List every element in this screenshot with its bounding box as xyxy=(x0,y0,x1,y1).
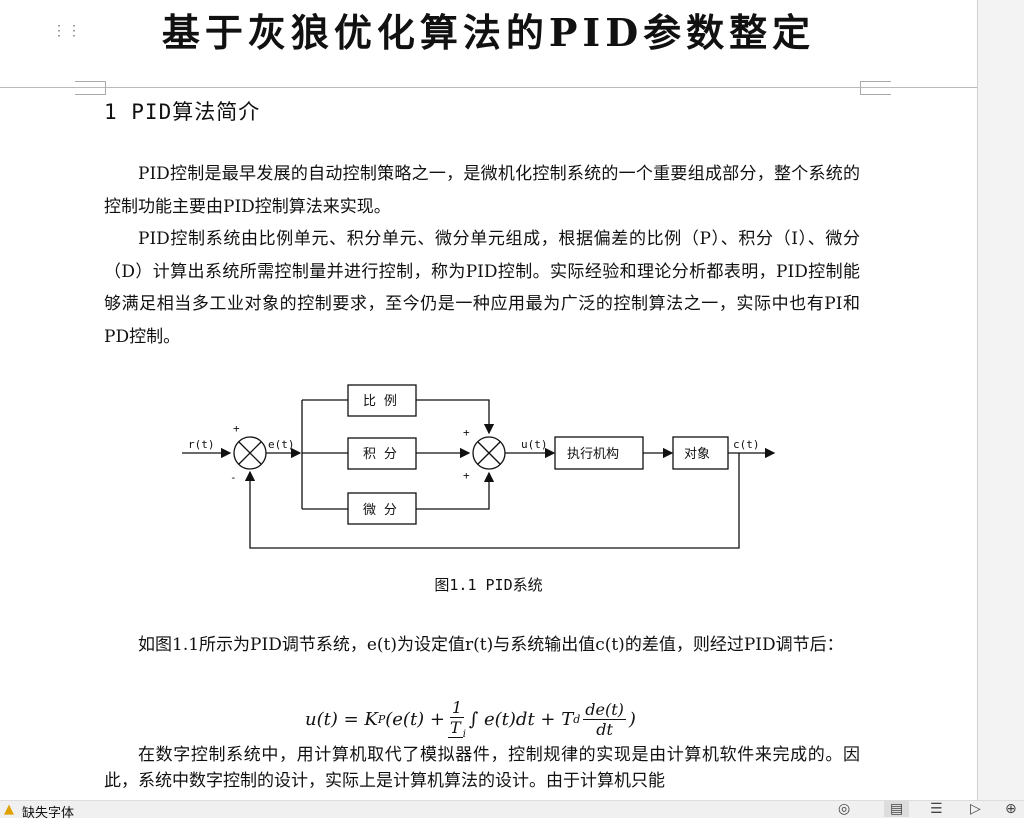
right-gutter xyxy=(978,0,1024,800)
numerator: de(t) xyxy=(583,699,626,720)
paragraph: 如图1.1所示为PID调节系统，e(t)为设定值r(t)与系统输出值c(t)的差… xyxy=(138,635,844,655)
formula-text: ∫ e(t)dt + T xyxy=(468,708,574,730)
denominator: dt xyxy=(596,719,613,739)
section-heading: 1 PID算法简介 xyxy=(104,100,261,124)
status-bar: ▲ 缺失字体 ◎ ▤ ☰ ▷ ⊕ xyxy=(0,800,1024,821)
signal-e: e(t) xyxy=(268,438,295,451)
formula-sub: d xyxy=(573,712,581,726)
plus-sign: + xyxy=(233,422,240,435)
document-page: ⋮⋮ 基于灰狼优化算法的PID参数整定 1 PID算法简介 PID控制是最早发展… xyxy=(0,0,978,800)
den-text: T xyxy=(448,718,463,738)
paragraph: PID控制是最早发展的自动控制策略之一，是微机化控制系统的一个重要组成部分，整个… xyxy=(104,164,860,217)
globe-icon[interactable]: ⊕ xyxy=(1005,801,1017,817)
block-proportional: 比 例 xyxy=(363,394,397,409)
signal-u: u(t) xyxy=(521,438,548,451)
paragraph: 在数字控制系统中，用计算机取代了模拟器件，控制规律的实现是由计算机软件来完成的。… xyxy=(104,745,860,791)
page-view-icon[interactable]: ▤ xyxy=(884,801,910,817)
pid-block-diagram: 比 例 积 分 微 分 执行机构 对象 r(t) e(t) u(t) c(t) … xyxy=(182,384,776,549)
figure-caption: 图1.1 PID系统 xyxy=(434,576,543,594)
block-derivative: 微 分 xyxy=(363,503,397,518)
block-actuator: 执行机构 xyxy=(567,447,619,462)
formula-sub: P xyxy=(377,712,386,726)
eye-icon[interactable]: ◎ xyxy=(838,801,851,817)
plus-sign: + xyxy=(463,426,470,439)
play-icon[interactable]: ▷ xyxy=(970,801,981,817)
formula-text: u(t) = K xyxy=(305,708,378,730)
missing-font-status[interactable]: 缺失字体 xyxy=(22,806,75,821)
plus-sign: + xyxy=(463,469,470,482)
paragraph: PID控制系统由比例单元、积分单元、微分单元组成，根据偏差的比例（P）、积分（I… xyxy=(104,229,860,347)
warning-icon: ▲ xyxy=(4,802,14,817)
minus-sign: - xyxy=(230,471,237,484)
formula-text: ) xyxy=(628,708,636,730)
signal-c: c(t) xyxy=(733,438,760,451)
formula-text: (e(t) + xyxy=(385,708,446,730)
outline-view-icon[interactable]: ☰ xyxy=(930,801,943,817)
margin-corner-right xyxy=(860,81,891,95)
numerator: 1 xyxy=(449,698,465,718)
document-title: 基于灰狼优化算法的PID参数整定 xyxy=(161,10,816,55)
formula-sub: i xyxy=(462,729,466,741)
block-integral: 积 分 xyxy=(363,447,397,462)
margin-corner-left xyxy=(75,81,106,95)
block-plant: 对象 xyxy=(684,447,710,462)
header-separator xyxy=(0,87,977,88)
signal-r: r(t) xyxy=(188,438,215,451)
fraction: de(t)dt xyxy=(583,700,626,739)
